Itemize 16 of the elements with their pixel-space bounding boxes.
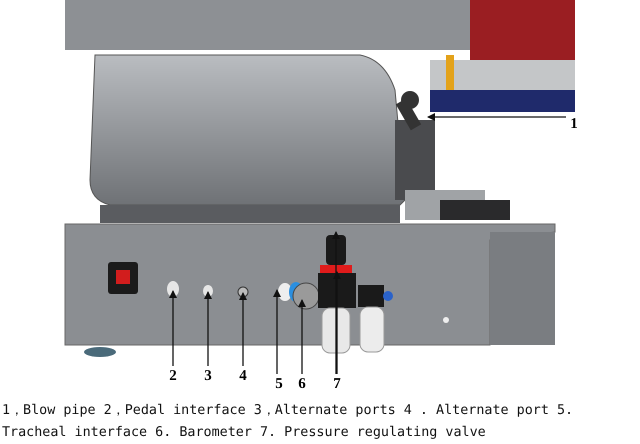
callout-number: 4 bbox=[237, 368, 249, 384]
leader-line bbox=[239, 292, 247, 366]
leader-line bbox=[204, 291, 212, 366]
callout-number: 5 bbox=[273, 376, 285, 392]
callout-number: 2 bbox=[167, 368, 179, 384]
leader-line bbox=[332, 231, 340, 374]
leader-line bbox=[298, 299, 306, 374]
callout-number: 7 bbox=[331, 376, 343, 392]
leader-line bbox=[169, 290, 177, 366]
callout-number: 6 bbox=[296, 376, 308, 392]
leader-line bbox=[427, 113, 566, 121]
leader-line bbox=[333, 271, 341, 374]
caption: 1，Blow pipe 2，Pedal interface 3，Alternate ports 4 . Alternate port 5. Tracheal interface 6. Barometer 7. Pressure regulating valve bbox=[2, 402, 574, 442]
callout-number: 3 bbox=[202, 368, 214, 384]
callout-number: 1 bbox=[568, 116, 580, 132]
leader-line bbox=[273, 289, 281, 374]
